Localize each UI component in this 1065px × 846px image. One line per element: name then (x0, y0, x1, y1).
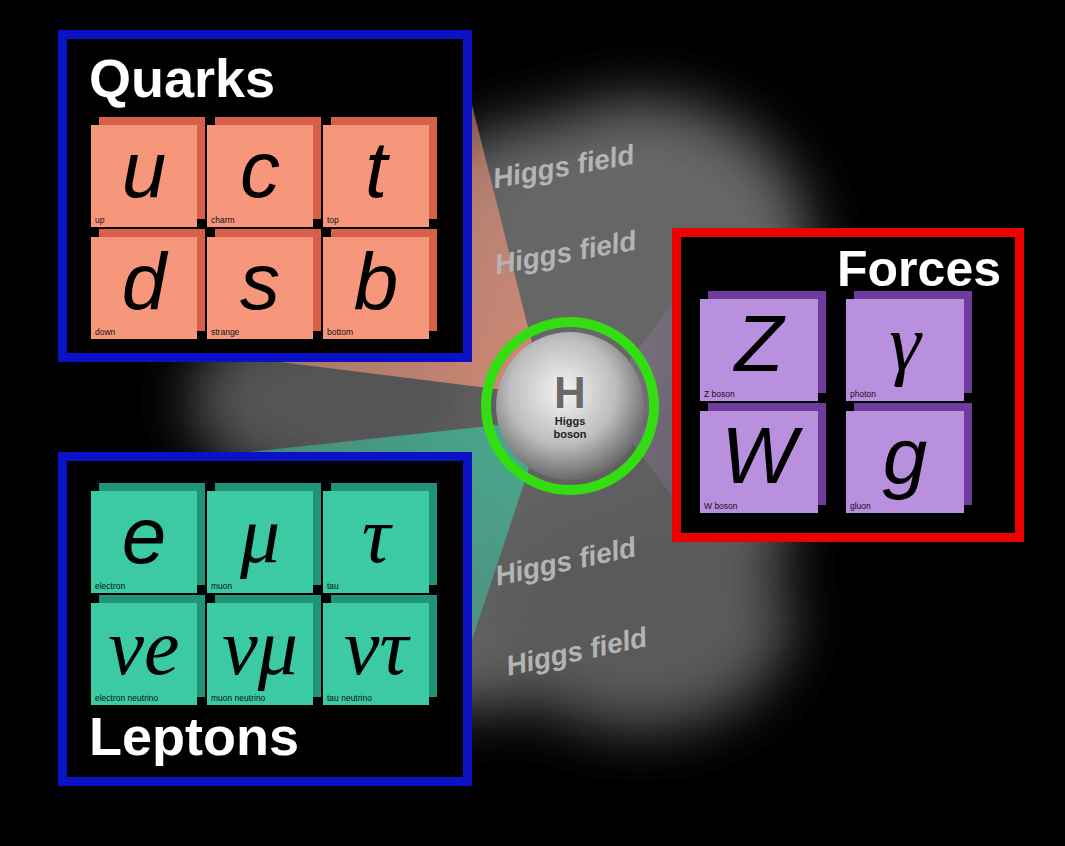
group-title: Leptons (89, 705, 299, 767)
particle-tile: νeelectron neutrino (91, 603, 197, 705)
particle-symbol: u (122, 125, 167, 215)
cloud-lobe (490, 510, 790, 730)
particle-tile: bbottom (323, 237, 429, 339)
particle-name: electron (95, 581, 125, 591)
particle-name: up (95, 215, 104, 225)
group-title-holder: Leptons (89, 705, 299, 767)
particle-symbol: e (122, 491, 167, 581)
particle-tile: ddown (91, 237, 197, 339)
group-title-holder: Forces (837, 241, 1001, 299)
particle-symbol: ντ (344, 603, 408, 693)
particle-name: W boson (704, 501, 738, 511)
particle-tile: WW boson (700, 411, 818, 513)
particle-symbol: νμ (222, 603, 298, 693)
particle-name: muon neutrino (211, 693, 265, 703)
field-watermark: Higgs field (492, 530, 639, 593)
particle-symbol: g (883, 411, 928, 501)
particle-name: photon (850, 389, 876, 399)
particle-symbol: t (365, 125, 387, 215)
field-watermark: Higgs field (490, 138, 637, 196)
higgs-ring (486, 322, 654, 490)
particle-tile: ccharm (207, 125, 313, 227)
particle-name: strange (211, 327, 239, 337)
particle-name: tau (327, 581, 339, 591)
particle-symbol: c (240, 125, 280, 215)
particle-tile: u up (91, 125, 197, 227)
field-watermark-holder: Higgs field (503, 620, 650, 683)
particle-group-box: ZZ bosonγphotonWW bosonggluonForces (672, 228, 1024, 542)
particle-name: electron neutrino (95, 693, 158, 703)
group-title: Forces (837, 241, 1001, 299)
field-watermark-holder: Higgs field (492, 224, 639, 282)
particle-symbol: γ (889, 299, 921, 389)
particle-tile: ντtau neutrino (323, 603, 429, 705)
particle-tile: t top (323, 125, 429, 227)
particle-symbol: Z (735, 299, 784, 389)
particle-name: muon (211, 581, 232, 591)
particle-group-box: uupccharmttopddownsstrangebbottomQuarks (58, 30, 472, 362)
field-watermark-holder: Higgs field (490, 138, 637, 196)
higgs-text-holder: HHiggs boson (480, 316, 660, 496)
higgs-name: Higgs boson (538, 415, 602, 440)
particle-symbol: b (354, 237, 399, 327)
particle-tile: eelectron (91, 491, 197, 593)
particle-symbol: τ (362, 491, 391, 581)
particle-name: down (95, 327, 115, 337)
particle-tile: τ tau (323, 491, 429, 593)
group-title: Quarks (89, 47, 275, 109)
particle-tile: g gluon (846, 411, 964, 513)
particle-symbol: W (721, 411, 797, 501)
particle-name: bottom (327, 327, 353, 337)
particle-name: tau neutrino (327, 693, 372, 703)
field-watermark: Higgs field (503, 620, 650, 683)
higgs-sphere (496, 332, 644, 480)
particle-name: top (327, 215, 339, 225)
higgs-symbol: H (554, 371, 586, 415)
particle-tile: sstrange (207, 237, 313, 339)
particle-tile: γ photon (846, 299, 964, 401)
particle-name: gluon (850, 501, 871, 511)
particle-tile: ZZ boson (700, 299, 818, 401)
particle-name: Z boson (704, 389, 735, 399)
particle-symbol: d (122, 237, 167, 327)
particle-symbol: μ (240, 491, 280, 581)
particle-tile: νμmuon neutrino (207, 603, 313, 705)
higgs-boson-circle: HHiggs boson (480, 316, 660, 496)
particle-tile: μmuon (207, 491, 313, 593)
field-watermark: Higgs field (492, 224, 639, 282)
field-watermark-holder: Higgs field (492, 530, 639, 593)
particle-symbol: s (240, 237, 280, 327)
particle-name: charm (211, 215, 235, 225)
group-title-holder: Quarks (89, 47, 275, 109)
particle-symbol: νe (108, 603, 179, 693)
particle-group-box: eelectronμmuonτtauνeelectron neutrinoνμm… (58, 452, 472, 786)
